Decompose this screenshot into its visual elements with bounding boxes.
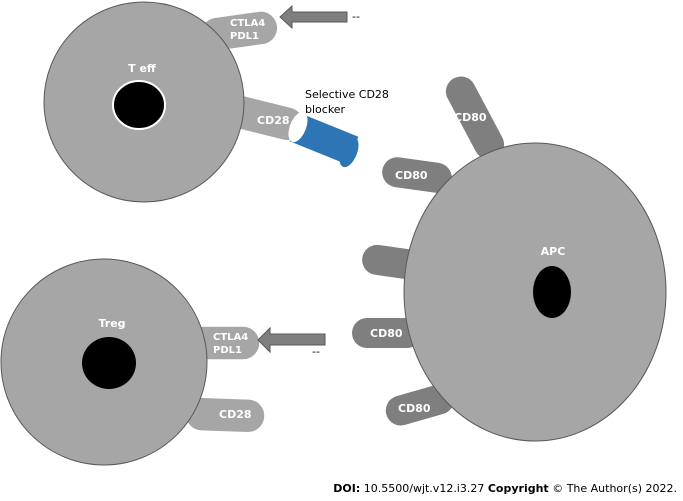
treg-cd28-label: CD28 (219, 408, 252, 421)
apc-cd80-label-3: CD80 (370, 327, 403, 340)
apc-receptor-upper (382, 157, 452, 193)
treg-cell: Treg CTLA4 PDL1 CD28 (0, 258, 266, 466)
treg-ctla4-label: CTLA4 (213, 332, 248, 343)
teff-label: T eff (128, 62, 156, 75)
apc-receptor-lower (352, 318, 422, 348)
teff-cd28-label: CD28 (257, 114, 290, 127)
teff-cell: T eff CTLA4 PDL1 CD28 (43, 1, 359, 203)
copyright-text: © The Author(s) 2022. (552, 482, 677, 495)
treg-nucleus (82, 337, 136, 389)
blocker-label-line2: blocker (305, 103, 346, 116)
teff-inhibition-arrow (279, 4, 348, 30)
teff-arrow-sign: -- (352, 10, 360, 23)
doi-footer: DOI: 10.5500/wjt.v12.i3.27 Copyright © T… (333, 482, 677, 495)
copyright-label: Copyright (487, 482, 549, 495)
apc-cell: APC CD80 CD80 CD80 CD80 (352, 76, 667, 442)
treg-inhibition-arrow (257, 326, 326, 354)
apc-cd80-label-2: CD80 (395, 169, 428, 182)
apc-cd80-label-1: CD80 (454, 111, 487, 124)
treg-arrow-sign: -- (312, 345, 320, 358)
apc-nucleus (533, 266, 571, 318)
teff-ctla4-label: CTLA4 (230, 18, 265, 29)
treg-pdl1-label: PDL1 (213, 345, 242, 356)
blocker-label-line1: Selective CD28 (305, 88, 389, 101)
doi-value: 10.5500/wjt.v12.i3.27 (363, 482, 485, 495)
treg-label: Treg (98, 317, 125, 330)
teff-pdl1-label: PDL1 (230, 31, 259, 42)
apc-cd80-label-4: CD80 (398, 402, 431, 415)
apc-receptor-bottom (385, 384, 455, 426)
cd28-blocker (288, 111, 359, 168)
apc-label: APC (541, 245, 566, 258)
doi-label: DOI: (333, 482, 361, 495)
teff-nucleus (112, 80, 166, 130)
apc-receptor-top (445, 76, 505, 160)
